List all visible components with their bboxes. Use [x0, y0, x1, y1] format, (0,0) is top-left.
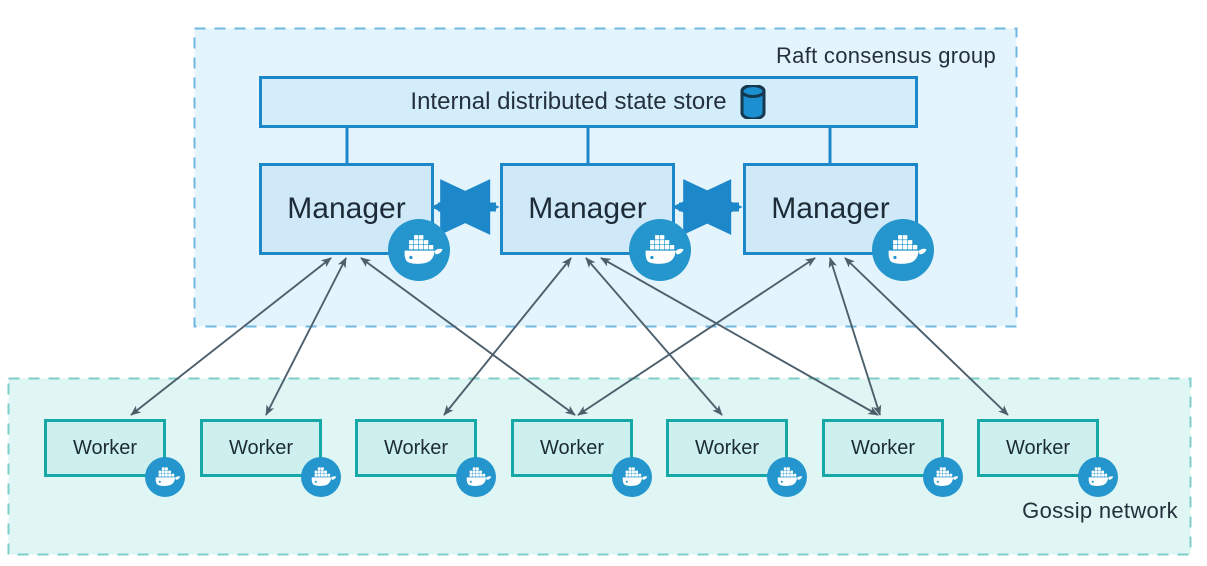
state-store-box[interactable]: Internal distributed state store	[259, 76, 918, 128]
docker-whale-icon	[767, 457, 807, 497]
worker-label: Worker	[383, 436, 449, 459]
worker-label: Worker	[1005, 436, 1071, 459]
manager-worker-link-9	[844, 257, 1009, 416]
docker-badge-worker-6	[923, 457, 963, 497]
worker-label: Worker	[539, 436, 605, 459]
worker-label: Worker	[694, 436, 760, 459]
worker-node-7[interactable]: Worker	[977, 419, 1099, 477]
docker-badge-manager-1	[388, 219, 450, 281]
docker-badge-worker-4	[612, 457, 652, 497]
manager-worker-link-7	[577, 257, 816, 416]
docker-whale-icon	[1078, 457, 1118, 497]
worker-label: Worker	[72, 436, 138, 459]
docker-badge-manager-3	[872, 219, 934, 281]
docker-whale-icon	[456, 457, 496, 497]
docker-whale-icon	[301, 457, 341, 497]
state-store-label: Internal distributed state store	[410, 88, 727, 115]
worker-node-6[interactable]: Worker	[822, 419, 944, 477]
manager-label: Manager	[528, 192, 647, 225]
manager-label: Manager	[771, 192, 890, 225]
docker-badge-worker-2	[301, 457, 341, 497]
docker-badge-worker-3	[456, 457, 496, 497]
docker-whale-icon	[923, 457, 963, 497]
docker-whale-icon	[612, 457, 652, 497]
docker-badge-manager-2	[629, 219, 691, 281]
worker-node-5[interactable]: Worker	[666, 419, 788, 477]
worker-label: Worker	[850, 436, 916, 459]
docker-whale-icon	[388, 219, 450, 281]
manager-worker-link-4	[443, 257, 572, 416]
manager-label: Manager	[287, 192, 406, 225]
group-label-raft-group: Raft consensus group	[775, 43, 996, 68]
worker-label: Worker	[228, 436, 294, 459]
docker-whale-icon	[629, 219, 691, 281]
docker-badge-worker-7	[1078, 457, 1118, 497]
state-store-content: Internal distributed state store	[410, 85, 766, 119]
docker-badge-worker-5	[767, 457, 807, 497]
worker-node-1[interactable]: Worker	[44, 419, 166, 477]
group-label-gossip-group: Gossip network	[1022, 498, 1178, 523]
worker-node-4[interactable]: Worker	[511, 419, 633, 477]
database-cylinder-icon	[739, 85, 767, 119]
worker-node-2[interactable]: Worker	[200, 419, 322, 477]
manager-worker-link-2	[265, 257, 347, 416]
worker-node-3[interactable]: Worker	[355, 419, 477, 477]
docker-whale-icon	[145, 457, 185, 497]
docker-badge-worker-1	[145, 457, 185, 497]
docker-whale-icon	[872, 219, 934, 281]
